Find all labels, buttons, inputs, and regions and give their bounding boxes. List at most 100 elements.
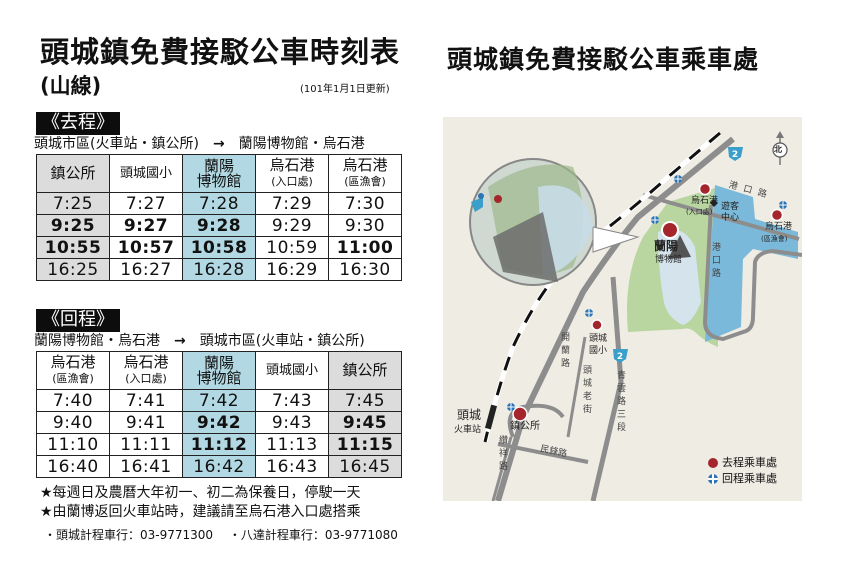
time-cell: 7:45	[328, 389, 402, 412]
time-cell: 7:28	[182, 192, 256, 215]
time-cell: 10:59	[255, 236, 329, 259]
time-cell: 16:42	[182, 455, 256, 478]
xunxiang-road-label: 纘祥路	[497, 435, 507, 474]
time-cell: 9:45	[328, 411, 402, 434]
wushi-fishery-sub: (區漁會)	[761, 235, 788, 243]
time-cell: 9:43	[255, 411, 329, 434]
time-cell: 11:11	[109, 433, 183, 456]
wushi-entrance-sub: (入口處)	[686, 208, 713, 216]
school-label-2: 國小	[589, 346, 608, 356]
time-cell: 9:29	[255, 214, 329, 237]
time-cell: 11:10	[36, 433, 110, 456]
table-row: 9:25 9:27 9:28 9:29 9:30	[36, 214, 402, 237]
table-row: 10:55 10:57 10:58 10:59 11:00	[36, 236, 402, 259]
north-arrow	[772, 131, 788, 165]
legend-return: 回程乘車處	[708, 471, 777, 487]
return-from: 蘭陽博物館・烏石港	[34, 333, 160, 349]
time-cell: 7:41	[109, 389, 183, 412]
time-cell: 7:27	[109, 192, 183, 215]
time-cell: 16:40	[36, 455, 110, 478]
return-header-row: 烏石港(區漁會) 烏石港(入口處) 蘭陽博物館 頭城國小 鎮公所	[36, 351, 402, 390]
visitor-center-label: 遊客	[721, 202, 740, 212]
timetable-title: 頭城鎮免費接駁公車時刻表	[40, 35, 401, 69]
map-legend: 去程乘車處 回程乘車處	[708, 455, 777, 487]
museum-label-2: 博物館	[655, 255, 683, 265]
outbound-route: 頭城市區(火車站・鎮公所) → 蘭陽博物館・烏石港	[34, 136, 365, 152]
qingyun-road-label: 青雲路三段	[615, 370, 625, 435]
return-to: 頭城市區(火車站・鎮公所)	[199, 333, 365, 349]
time-cell: 9:28	[182, 214, 256, 237]
outbound-table: 鎮公所 頭城國小 蘭陽博物館 烏石港(入口處) 烏石港(區漁會) 7:25 7:…	[36, 154, 402, 281]
taxi-bada: ・八達計程車行：03-9771080	[228, 528, 398, 542]
time-cell: 16:41	[109, 455, 183, 478]
port-road-vertical-label: 港口路	[710, 242, 720, 281]
time-cell: 7:25	[36, 192, 110, 215]
wushi-entrance-label: 烏石港	[691, 196, 719, 206]
time-cell: 9:30	[328, 214, 402, 237]
time-cell: 11:12	[182, 433, 256, 456]
time-cell: 7:29	[255, 192, 329, 215]
note-maintenance: ★每週日及農曆大年初一、初二為保養日，停駛一天	[40, 485, 361, 501]
school-label: 頭城	[589, 334, 608, 344]
table-row: 7:25 7:27 7:28 7:29 7:30	[36, 192, 402, 215]
outbound-from: 頭城市區(火車站・鎮公所)	[34, 136, 199, 152]
header-wushi-entrance: 烏石港(入口處)	[109, 351, 183, 390]
north-label: 北	[774, 145, 782, 154]
time-cell: 16:25	[36, 258, 110, 281]
red-dot-icon	[708, 458, 718, 468]
updated-date: (101年1月1日更新)	[300, 84, 390, 95]
old-street-label: 頭城老街	[581, 365, 591, 417]
visitor-center-label-2: 中心	[721, 213, 740, 223]
legend-outbound: 去程乘車處	[708, 455, 777, 471]
outbound-header-row: 鎮公所 頭城國小 蘭陽博物館 烏石港(入口處) 烏石港(區漁會)	[36, 154, 402, 193]
header-town-office: 鎮公所	[328, 351, 402, 390]
time-cell: 10:57	[109, 236, 183, 259]
header-museum: 蘭陽博物館	[182, 351, 256, 390]
outbound-to: 蘭陽博物館・烏石港	[238, 136, 365, 152]
header-school: 頭城國小	[109, 154, 183, 193]
time-cell: 16:30	[328, 258, 402, 281]
time-cell: 9:40	[36, 411, 110, 434]
time-cell: 9:41	[109, 411, 183, 434]
arrow-icon: →	[174, 333, 186, 349]
route-2-shield: 2	[728, 147, 743, 161]
time-cell: 16:29	[255, 258, 329, 281]
svg-text:2: 2	[617, 352, 623, 362]
header-town-office: 鎮公所	[36, 154, 110, 193]
table-row: 16:40 16:41 16:42 16:43 16:45	[36, 455, 402, 478]
map-title: 頭城鎮免費接駁公車乘車處	[447, 45, 760, 74]
museum-label: 蘭陽	[654, 239, 679, 253]
time-cell: 11:15	[328, 433, 402, 456]
notes: ★每週日及農曆大年初一、初二為保養日，停駛一天 ★由蘭博返回火車站時，建議請至烏…	[40, 484, 361, 522]
table-row: 7:40 7:41 7:42 7:43 7:45	[36, 389, 402, 412]
table-row: 9:40 9:41 9:42 9:43 9:45	[36, 411, 402, 434]
header-wushi-entrance: 烏石港(入口處)	[255, 154, 329, 193]
table-row: 16:25 16:27 16:28 16:29 16:30	[36, 258, 402, 281]
time-cell: 9:42	[182, 411, 256, 434]
time-cell: 10:58	[182, 236, 256, 259]
station-label-2: 火車站	[454, 425, 482, 435]
map-graphics: 2 2	[469, 131, 802, 501]
time-cell: 16:28	[182, 258, 256, 281]
return-route: 蘭陽博物館・烏石港 → 頭城市區(火車站・鎮公所)	[34, 333, 365, 349]
arrow-icon: →	[212, 136, 225, 152]
taxi-contacts: ・頭城計程車行：03-9771300 ・八達計程車行：03-9771080	[44, 526, 410, 543]
wushi-fishery-label: 烏石港	[765, 222, 793, 232]
time-cell: 7:42	[182, 389, 256, 412]
table-row: 11:10 11:11 11:12 11:13 11:15	[36, 433, 402, 456]
time-cell: 16:45	[328, 455, 402, 478]
time-cell: 7:30	[328, 192, 402, 215]
time-cell: 9:27	[109, 214, 183, 237]
outbound-tag: 《去程》	[36, 112, 120, 135]
time-cell: 11:00	[328, 236, 402, 259]
time-cell: 16:43	[255, 455, 329, 478]
timetable-subtitle: (山線)	[40, 74, 102, 98]
svg-text:2: 2	[732, 150, 738, 160]
time-cell: 11:13	[255, 433, 329, 456]
taxi-toucheng: ・頭城計程車行：03-9771300	[44, 528, 214, 542]
return-table: 烏石港(區漁會) 烏石港(入口處) 蘭陽博物館 頭城國小 鎮公所 7:40 7:…	[36, 351, 402, 478]
header-school: 頭城國小	[255, 351, 329, 390]
header-wushi-fishery: 烏石港(區漁會)	[328, 154, 402, 193]
town-office-label: 鎮公所	[510, 421, 540, 432]
header-museum: 蘭陽博物館	[182, 154, 256, 193]
